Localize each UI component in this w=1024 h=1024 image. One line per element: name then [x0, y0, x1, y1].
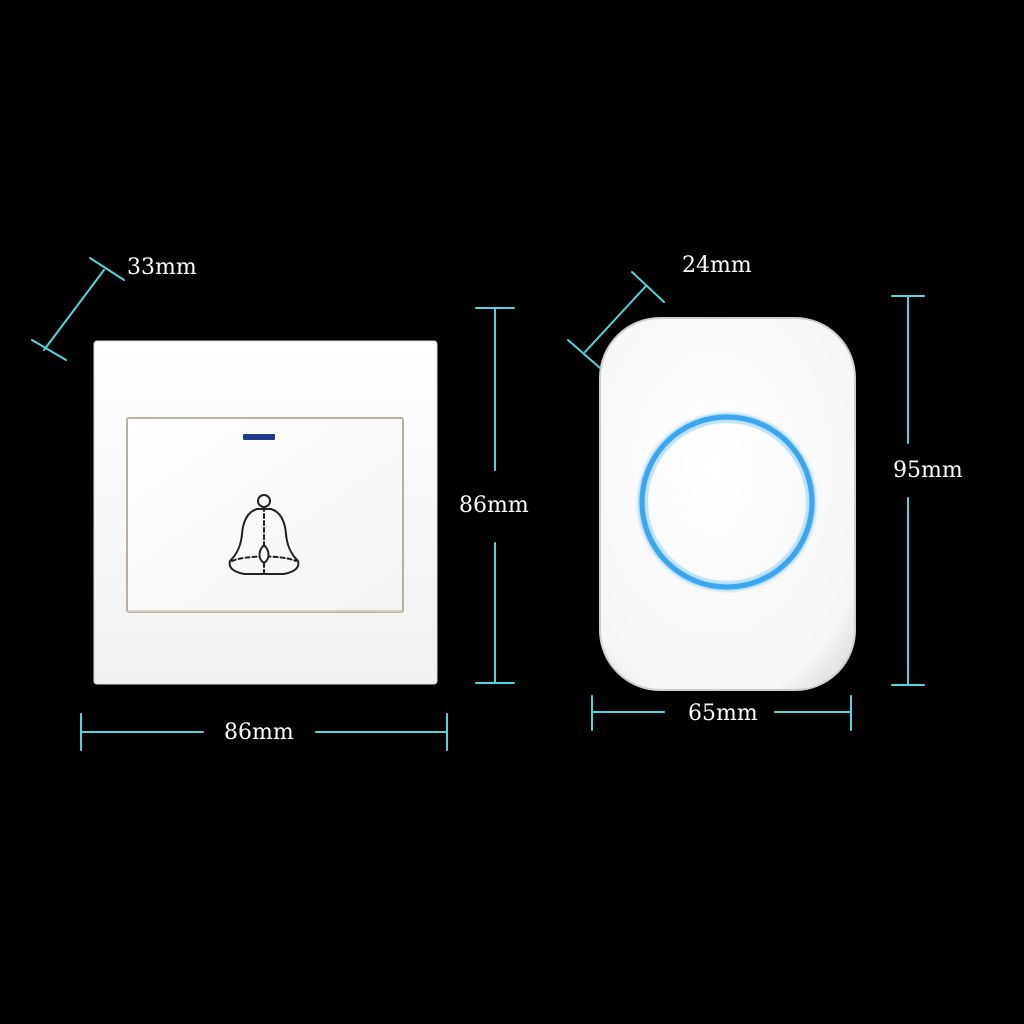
- receiver-width-label: 65mm: [688, 701, 758, 726]
- receiver-depth-dimension: [567, 271, 665, 369]
- wall-switch-transmitter: [93, 340, 438, 685]
- transmitter-height-dimension: [475, 307, 515, 684]
- ring-light-inner-halo: [646, 421, 808, 583]
- transmitter-height-label: 86mm: [459, 493, 529, 518]
- transmitter-depth-label: 33mm: [127, 255, 197, 280]
- bell-icon: [228, 494, 300, 575]
- plug-in-receiver: [599, 317, 856, 691]
- receiver-width-dimension: [591, 695, 852, 731]
- receiver-height-dimension: [891, 295, 925, 686]
- transmitter-depth-dimension: [31, 257, 125, 361]
- receiver-depth-label: 24mm: [682, 253, 752, 278]
- receiver-body: [599, 317, 856, 691]
- transmitter-width-dimension: [80, 713, 448, 751]
- receiver-height-label: 95mm: [893, 458, 963, 483]
- transmitter-width-label: 86mm: [224, 720, 294, 745]
- dimension-lines: [31, 257, 925, 751]
- ring-light-icon: [639, 414, 815, 590]
- indicator-light: [243, 434, 275, 440]
